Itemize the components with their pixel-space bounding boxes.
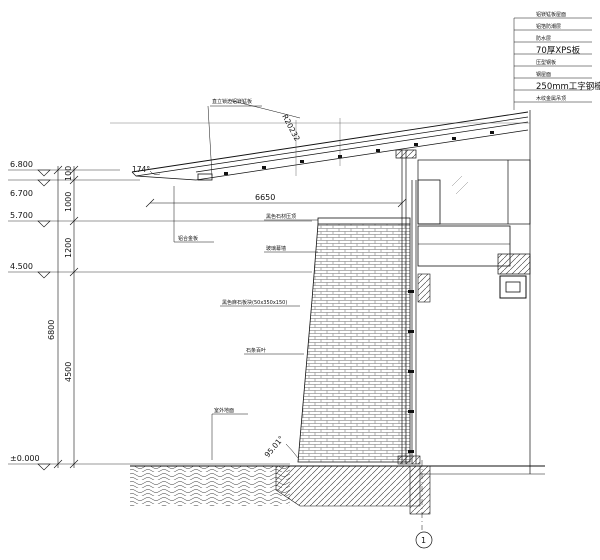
stone-wall — [297, 223, 411, 463]
callout-leaders — [173, 105, 318, 460]
steel-columns — [401, 150, 417, 464]
layer-item: 铝箔防潮层 — [536, 23, 561, 30]
callout-stone-cladding: 黑色麻石板块(50x350x150) — [222, 299, 287, 306]
earth-fill — [130, 466, 290, 506]
roof-beam — [395, 149, 417, 159]
dimension-text: 1000 — [64, 192, 73, 212]
eave-angle-arc — [149, 170, 161, 175]
radius-label: R20232 — [280, 113, 302, 143]
glass-panel — [417, 179, 441, 225]
dimension-text: 100 — [64, 166, 73, 181]
column-connectors — [408, 290, 414, 453]
roof-ticks — [295, 118, 341, 176]
column-base — [397, 455, 421, 465]
ceiling-section — [497, 253, 531, 275]
radius-arc-line — [227, 99, 301, 119]
callout-outdoor-ground: 室外地面 — [214, 407, 234, 414]
callout-roof-top: 直立锁边铝镁锰板 — [212, 98, 252, 105]
level-lines — [8, 169, 312, 465]
transom-beam — [417, 225, 511, 267]
level-markers — [37, 169, 51, 471]
callout-soffit: 铝合金板 — [178, 235, 198, 242]
level-label: 6.800 — [10, 160, 33, 169]
layer-leader — [513, 17, 592, 110]
layer-item: 250mm工字钢檩条 — [536, 81, 600, 92]
callout-stone-louver: 石条百叶 — [246, 347, 266, 354]
dimension-text: 4500 — [64, 362, 73, 382]
glass-glare — [451, 175, 469, 195]
layer-item: 铝镁锰板屋面 — [536, 11, 566, 18]
vertical-dimension-chains — [53, 165, 79, 469]
eave-gutter — [197, 173, 213, 181]
layer-item: 压型钢板 — [536, 59, 556, 66]
gutter-profile — [499, 275, 527, 299]
base-angle: 95.01° — [263, 434, 286, 459]
level-label: 6.700 — [10, 189, 33, 198]
base-angle-arc — [285, 443, 299, 459]
layer-item: 防水层 — [536, 35, 551, 42]
dimension-text: 1200 — [64, 238, 73, 258]
wall-coping — [317, 217, 411, 225]
gutter-profile — [505, 281, 521, 293]
footing-section — [409, 465, 431, 515]
footing-section — [275, 465, 421, 507]
dimension-text: 6800 — [47, 320, 56, 340]
wall-anchor — [417, 273, 431, 303]
axis-number: 1 — [421, 536, 426, 545]
layer-item: 钢屋面 — [536, 71, 551, 78]
callout-stone-coping: 黑色石材压顶 — [266, 213, 296, 220]
level-label: ±0.000 — [10, 454, 40, 463]
layer-item: 70厚XPS板 — [536, 45, 581, 56]
eave-angle: 174° — [132, 165, 150, 174]
span-dimension — [145, 198, 407, 208]
callout-glass-wall: 玻璃幕墙 — [266, 245, 286, 252]
level-label: 5.700 — [10, 211, 33, 220]
roof-assembly — [131, 111, 529, 181]
axis-bubble — [415, 531, 433, 549]
layer-item: 木纹金属吊顶 — [536, 95, 566, 102]
level-label: 4.500 — [10, 262, 33, 271]
span-dimension-text: 6650 — [255, 193, 275, 202]
